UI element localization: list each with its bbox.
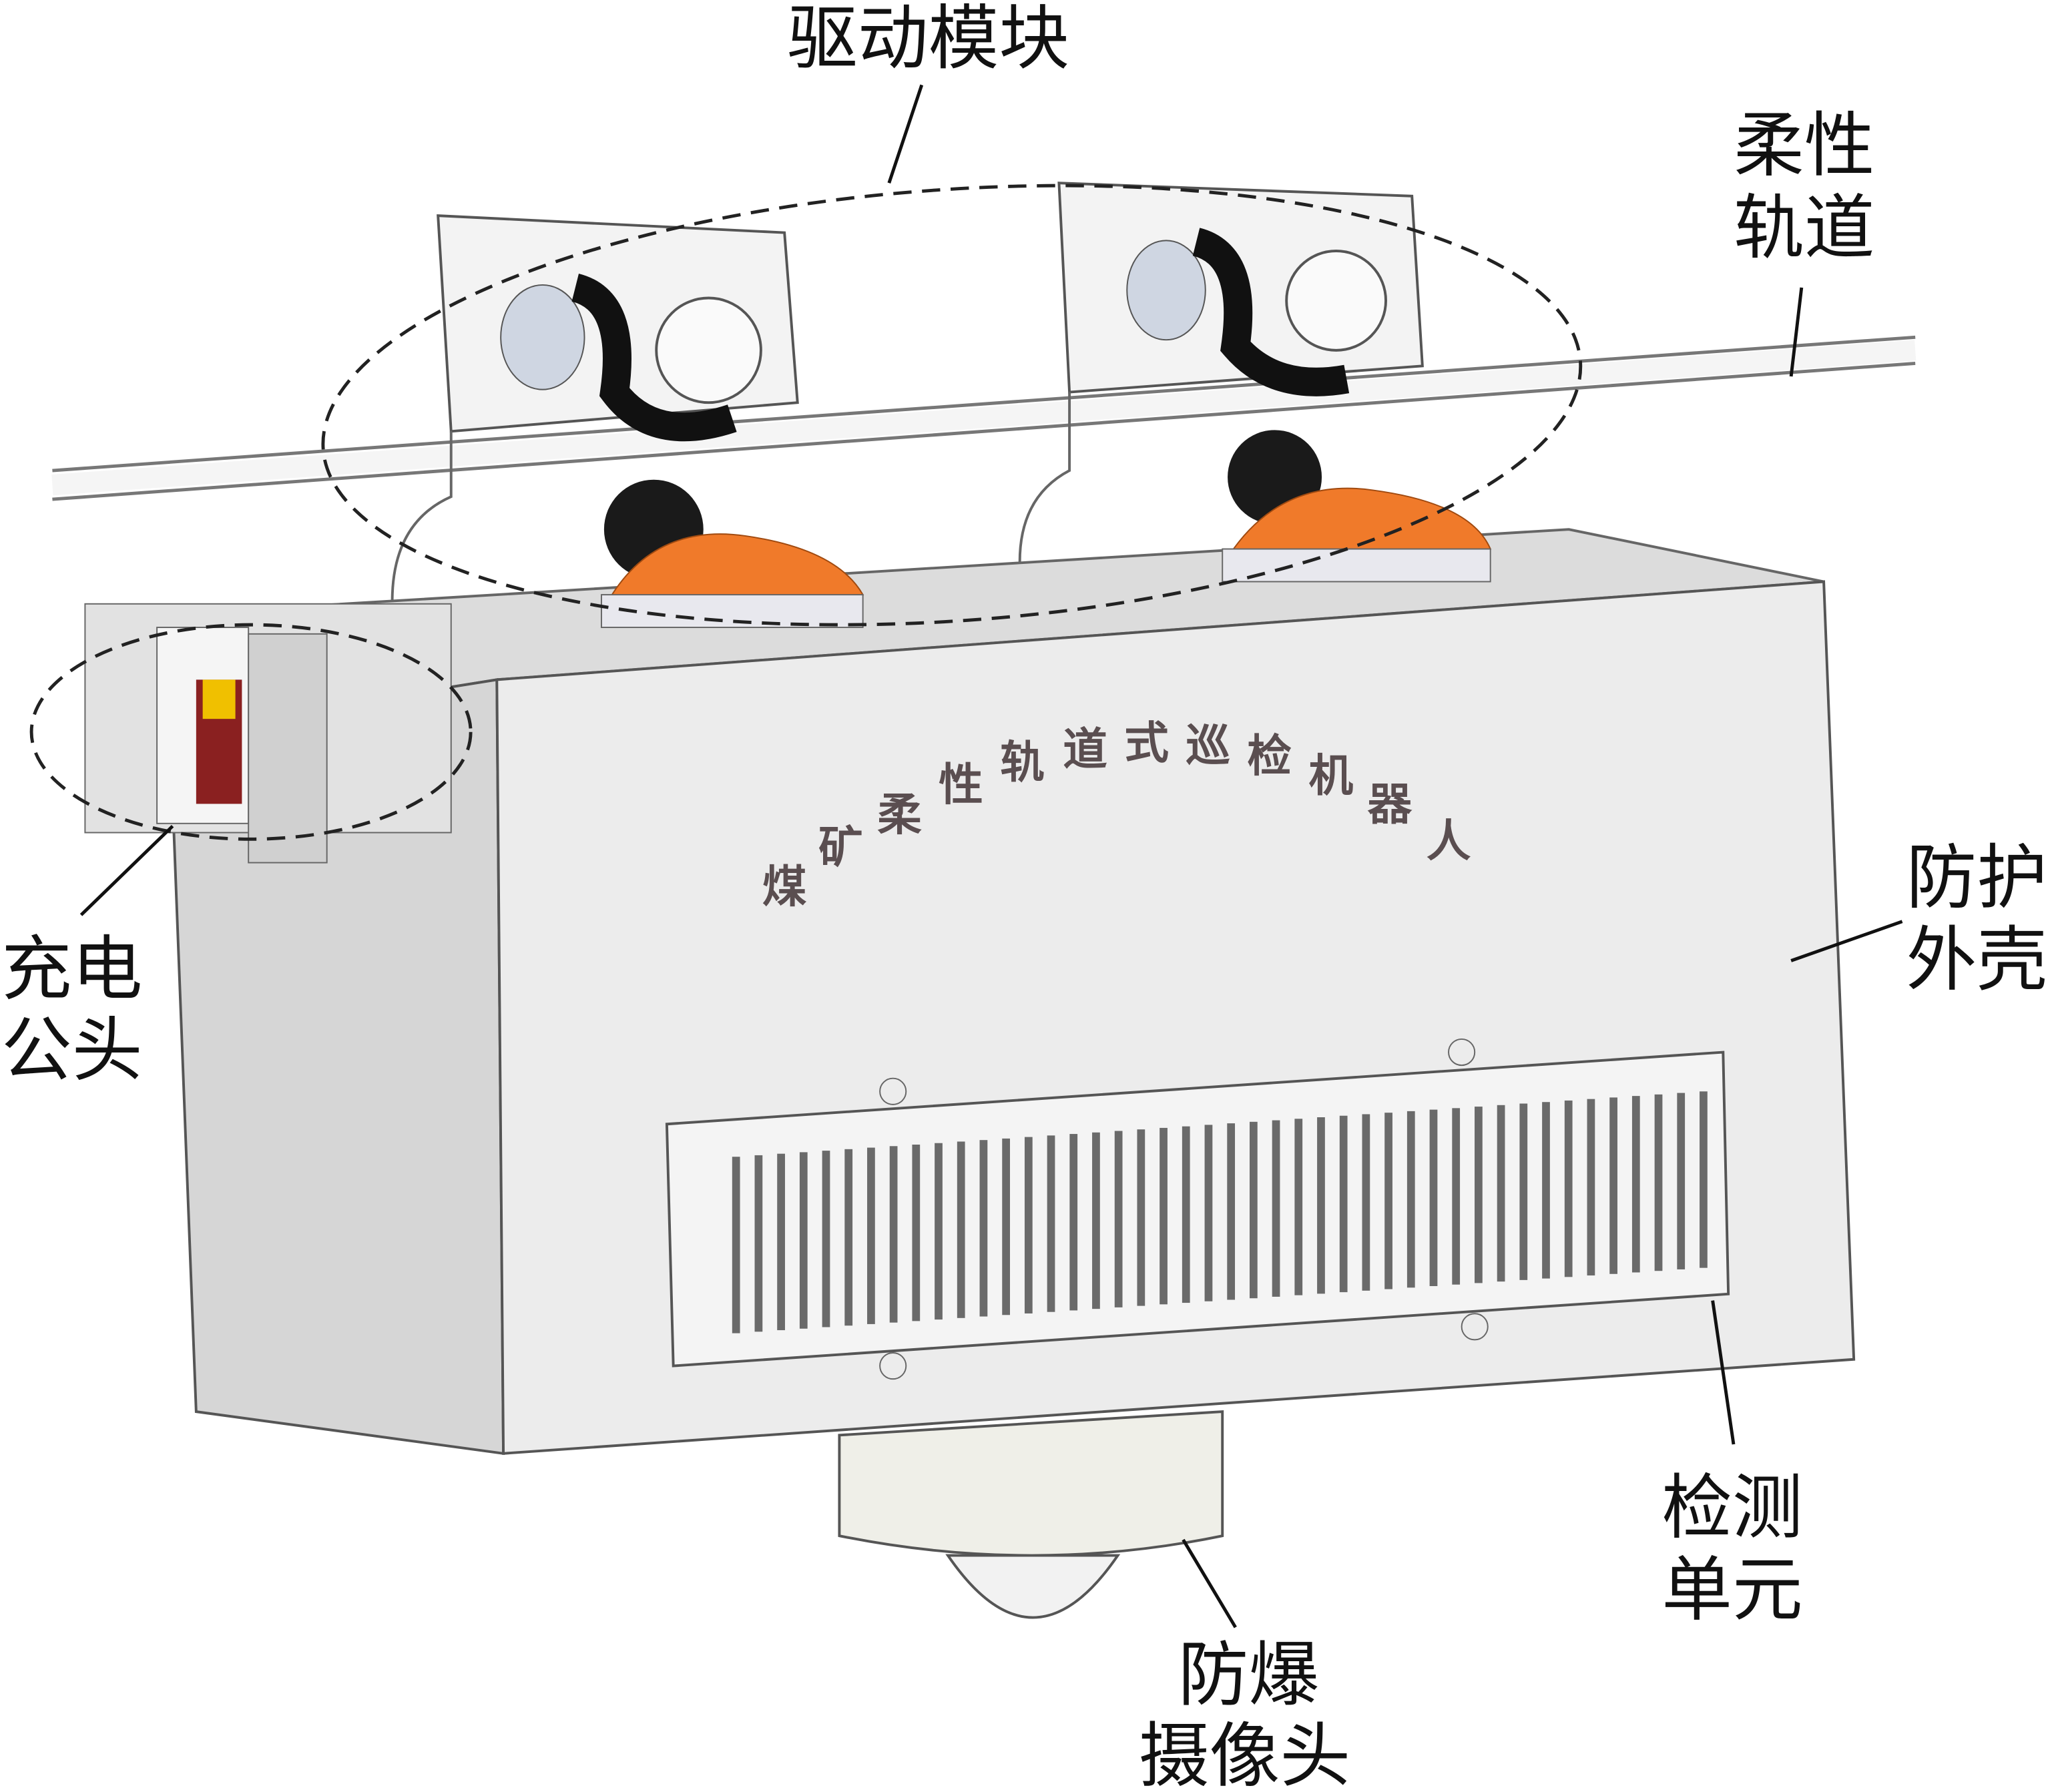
- svg-text:器: 器: [1368, 778, 1413, 830]
- svg-text:检: 检: [1247, 729, 1292, 782]
- svg-text:人: 人: [1427, 814, 1471, 867]
- label-detection-unit-1: 检测: [1661, 1466, 1803, 1548]
- grille-slit: [1384, 1113, 1392, 1289]
- grille-slit: [1272, 1120, 1280, 1297]
- grille-slit: [1587, 1099, 1595, 1276]
- grille-slit: [1114, 1131, 1123, 1307]
- grille-slit: [1294, 1119, 1303, 1295]
- grille-slit: [1631, 1096, 1640, 1273]
- grille-slit: [889, 1146, 898, 1323]
- grille-slit: [1249, 1121, 1258, 1299]
- svg-text:机: 机: [1308, 749, 1353, 802]
- grille-slit: [1047, 1135, 1055, 1312]
- grille-slit: [1069, 1134, 1078, 1311]
- flexible-track-rail: [51, 335, 1916, 501]
- detection-unit-grille: [732, 1091, 1708, 1333]
- grille-slit: [777, 1153, 785, 1331]
- svg-text:巡: 巡: [1186, 719, 1230, 772]
- leader-drive-module: [887, 84, 924, 184]
- grille-slit: [1564, 1100, 1573, 1277]
- leader-detection-unit: [1711, 1300, 1736, 1445]
- leader-charging-plug: [79, 824, 174, 916]
- svg-text:柔: 柔: [877, 788, 922, 841]
- grille-slit: [822, 1151, 830, 1327]
- explosion-proof-camera: [838, 1410, 1224, 1619]
- svg-text:道: 道: [1063, 723, 1107, 776]
- embossed-product-name: 煤 矿 柔 性 轨 道 式 巡 检 机 器 人: [762, 716, 1471, 912]
- drive-module-callout: [321, 184, 1583, 627]
- grille-slit: [1024, 1137, 1033, 1313]
- grille-slit: [1452, 1108, 1461, 1285]
- grille-slit: [957, 1141, 965, 1318]
- leader-camera: [1182, 1538, 1237, 1628]
- svg-text:性: 性: [939, 758, 983, 811]
- grille-slit: [1339, 1115, 1348, 1293]
- grille-slit: [1609, 1097, 1617, 1274]
- label-flexible-track-2: 轨道: [1734, 187, 1875, 269]
- detection-unit: [665, 1038, 1730, 1380]
- grille-slit: [1362, 1114, 1370, 1291]
- charging-plug: [84, 603, 452, 864]
- guide-wheel-left: [600, 479, 864, 629]
- grille-slit: [1542, 1102, 1550, 1279]
- leader-flexible-track: [1789, 287, 1804, 377]
- grille-slit: [1092, 1132, 1100, 1309]
- label-charging-plug-1: 充电: [1, 928, 143, 1010]
- grille-slit: [1475, 1107, 1483, 1283]
- grille-slit: [935, 1143, 943, 1320]
- grille-slit: [799, 1152, 808, 1329]
- grille-slit: [754, 1155, 763, 1332]
- grille-slit: [1002, 1138, 1011, 1315]
- svg-text:煤: 煤: [762, 860, 807, 912]
- label-detection-unit-2: 单元: [1661, 1549, 1803, 1631]
- drive-module-left: [391, 214, 799, 601]
- grille-slit: [1160, 1127, 1168, 1305]
- grille-slit: [1429, 1109, 1438, 1286]
- svg-text:矿: 矿: [818, 821, 863, 874]
- grille-slit: [979, 1140, 988, 1317]
- label-camera-1: 防爆: [1178, 1634, 1320, 1716]
- label-charging-plug-2: 公头: [1, 1009, 143, 1091]
- grille-slit: [912, 1144, 921, 1321]
- grille-slit: [1204, 1125, 1213, 1301]
- grille-slit: [732, 1157, 740, 1333]
- label-protective-shell-2: 外壳: [1906, 919, 2047, 1001]
- grille-slit: [1137, 1129, 1145, 1306]
- grille-slit: [1519, 1103, 1528, 1280]
- grille-slit: [1654, 1094, 1663, 1271]
- charging-plug-callout: [29, 623, 473, 841]
- grille-slit: [1677, 1093, 1686, 1269]
- grille-slit: [1317, 1117, 1325, 1294]
- label-flexible-track-1: 柔性: [1734, 105, 1875, 187]
- grille-slit: [1227, 1123, 1236, 1300]
- svg-text:式: 式: [1124, 716, 1169, 769]
- svg-text:轨: 轨: [1000, 735, 1045, 788]
- grille-slit: [867, 1147, 875, 1324]
- drive-module-right: [1018, 182, 1424, 563]
- leader-protective-shell: [1790, 920, 1903, 962]
- grille-slit: [1406, 1111, 1415, 1288]
- grille-slit: [1700, 1091, 1708, 1268]
- label-drive-module: 驱动模块: [787, 0, 1069, 79]
- grille-slit: [844, 1149, 853, 1326]
- grille-slit: [1182, 1126, 1190, 1303]
- grille-slit: [1497, 1105, 1505, 1282]
- label-camera-2: 摄像头: [1139, 1715, 1350, 1792]
- label-protective-shell-1: 防护: [1906, 836, 2047, 918]
- guide-wheel-right: [1222, 430, 1492, 583]
